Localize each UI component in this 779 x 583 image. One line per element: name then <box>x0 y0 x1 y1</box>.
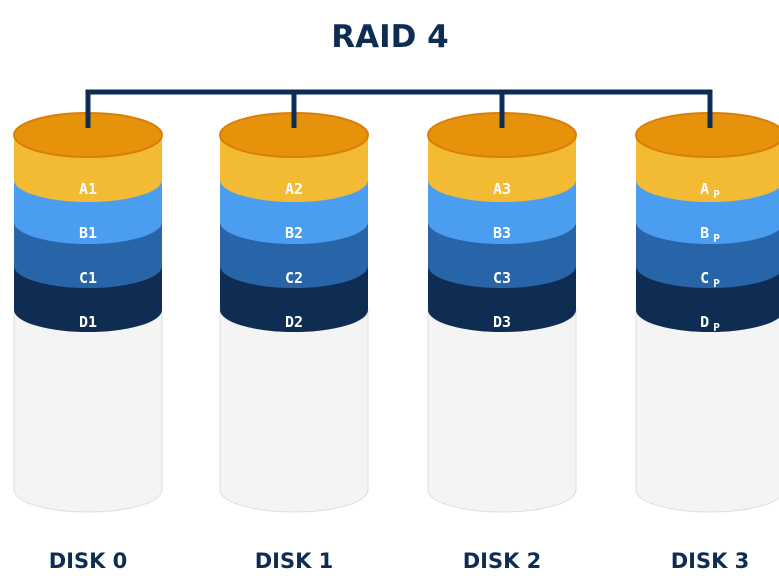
controller-bus-line <box>85 89 713 126</box>
disk-name-label: DISK 2 <box>463 549 542 573</box>
block-label: B3 <box>493 224 511 242</box>
disk-empty-body <box>219 309 369 513</box>
block-label: C1 <box>79 269 97 287</box>
block-label: A1 <box>79 180 97 198</box>
block-label: A2 <box>285 180 303 198</box>
disk-name-label: DISK 3 <box>671 549 750 573</box>
diagram-title: RAID 4 <box>331 19 449 55</box>
block-label: D2 <box>285 313 303 331</box>
disk-name-label: DISK 1 <box>255 549 334 573</box>
controller-connectors <box>85 89 713 126</box>
block-label: B1 <box>79 224 97 242</box>
disk-empty-body <box>13 309 163 513</box>
disk-empty-body <box>635 309 779 513</box>
block-label: A3 <box>493 180 511 198</box>
block-label: D3 <box>493 313 511 331</box>
disk-empty-body <box>427 309 577 513</box>
block-label: D1 <box>79 313 97 331</box>
block-label: C3 <box>493 269 511 287</box>
disk-name-label: DISK 0 <box>49 549 128 573</box>
block-label: C2 <box>285 269 303 287</box>
block-label: B2 <box>285 224 303 242</box>
